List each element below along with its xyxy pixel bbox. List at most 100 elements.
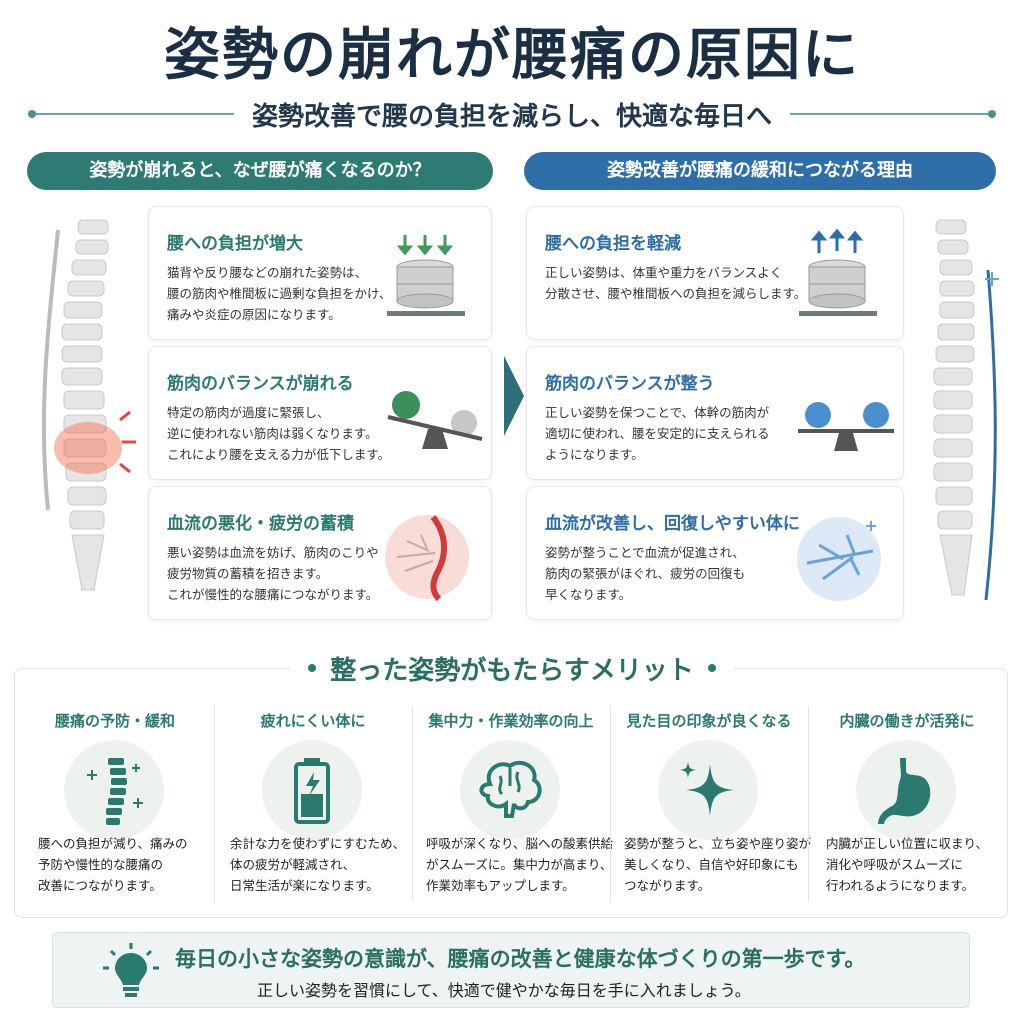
merit-text-line: 姿勢が整うと、立ち姿や座り姿が [624,836,812,851]
card-text: 正しい姿勢を保つことで、体幹の筋肉が 適切に使われ、腰を安定的に支えられる よう… [545,402,770,465]
merit-better-appearance: 見た目の印象が良くなる 姿勢が整うと、立ち姿や座り姿が 美しくなり、自信や好印象… [610,700,811,910]
merit-text: 呼吸が深くなり、脳への酸素供給 がスムーズに。集中力が高まり、 作業効率もアップ… [426,833,613,896]
card-text-line: 特定の筋肉が過度に緊張し、 [167,405,330,420]
good-circulation-icon [797,517,881,601]
merit-heading: 集中力・作業効率の向上 [428,712,594,730]
merit-separator [610,706,611,902]
card-text-line: 分散させ、腰や椎間板への負担を減らします。 [545,286,807,301]
card-text-line: 正しい姿勢は、体重や重力をバランスよく [545,265,783,280]
card-heading: 筋肉のバランスが崩れる [167,374,354,394]
merit-text-line: 体の疲労が軽減され、 [230,857,356,872]
merit-heading: 疲れにくい体に [260,712,366,730]
card-text-line: 筋肉の緊張がほぐれ、疲労の回復も [545,566,746,581]
merit-less-fatigue: 疲れにくい体に 余計な力を使わずにすむため、 体の疲労が軽減され、 日常生活が楽… [214,700,412,910]
card-muscle-balance: 筋肉のバランスが整う 正しい姿勢を保つことで、体幹の筋肉が 適切に使われ、腰を安… [526,346,904,480]
transition-arrow-icon [504,356,524,436]
card-improved-circulation: 血流が改善し、回復しやすい体に 姿勢が整うことで血流が促進され、 筋肉の緊張がほ… [526,486,904,620]
card-text-line: 痛みや炎症の原因になります。 [167,307,341,322]
merit-text-line: 消化や呼吸がスムーズに [826,857,963,872]
merit-text: 余計な力を使わずにすむため、 体の疲労が軽減され、 日常生活が楽になります。 [230,833,405,896]
brain-icon [479,760,542,818]
merit-icon-circle [64,740,164,840]
merit-focus-efficiency: 集中力・作業効率の向上 呼吸が深くなり、脳への酸素供給 がスムーズに。集中力が高… [412,700,613,910]
card-text-line: 早くなります。 [545,587,632,602]
lightbulb-icon [103,943,159,997]
card-text-line: 逆に使われない筋肉は弱くなります。 [167,426,378,441]
card-text-line: これにより腰を支える力が低下します。 [167,447,391,462]
divider-right [790,110,997,118]
merit-text-line: 余計な力を使わずにすむため、 [230,836,406,851]
unbalanced-scale-icon [387,391,483,449]
card-heading: 血流の悪化・疲労の蓄積 [167,514,354,534]
merit-text: 姿勢が整うと、立ち姿や座り姿が 美しくなり、自信や好印象にも つながります。 [624,833,811,896]
merit-internal-organs: 内臓の働きが活発に 内臓が正しい位置に収まり、 消化や呼吸がスムーズに 行われる… [808,700,1006,910]
merit-text-line: 内臓が正しい位置に収まり、 [826,836,989,851]
stomach-icon [878,758,931,824]
card-text-line: 猫背や反り腰などの崩れた姿勢は、 [167,265,368,280]
bad-posture-spine-illustration [41,219,136,591]
card-text-line: 疲労物質の蓄積を招きます。 [167,566,329,581]
compressed-disc-icon [387,235,465,316]
good-posture-spine-illustration [933,219,999,601]
merits-title: 整った姿勢がもたらすメリット [330,655,694,686]
sparkle-icon [680,762,734,816]
card-text: 特定の筋肉が過度に緊張し、 逆に使われない筋肉は弱くなります。 これにより腰を支… [167,402,390,465]
card-load-reduction: 腰への負担を軽減 正しい姿勢は、体重や重力をバランスよく 分散させ、腰や椎間板へ… [526,206,904,340]
footer-banner: 毎日の小さな姿勢の意識が、腰痛の改善と健康な体づくりの第一歩です。 正しい姿勢を… [52,932,970,1008]
footer-main-text: 毎日の小さな姿勢の意識が、腰痛の改善と健康な体づくりの第一歩です。 [175,947,866,971]
merit-text-line: 美しくなり、自信や好印象にも [624,857,799,872]
card-text: 悪い姿勢は血流を妨げ、筋肉のこりや 疲労物質の蓄積を招きます。 これが慢性的な腰… [167,542,379,605]
card-text-line: 悪い姿勢は血流を妨げ、筋肉のこりや [167,545,379,560]
card-load-increase: 腰への負担が増大 猫背や反り腰などの崩れた姿勢は、 腰の筋肉や椎間板に過剰な負担… [148,206,492,340]
merit-text-line: 呼吸が深くなり、脳への酸素供給 [426,836,614,851]
card-text-line: ようになります。 [545,447,644,462]
merit-icon-circle [262,740,362,840]
merit-heading: 腰痛の予防・緩和 [54,712,175,730]
page-subtitle: 姿勢改善で腰の負担を減らし、快適な毎日へ [252,101,773,132]
card-text: 正しい姿勢は、体重や重力をバランスよく 分散させ、腰や椎間板への負担を減らします… [545,262,806,304]
merit-text-line: 行われるようになります。 [826,878,975,893]
merit-text-line: 作業効率もアップします。 [426,878,575,893]
left-column-header: 姿勢が崩れると、なぜ腰が痛くなるのか？ [27,152,493,190]
merit-text-line: 改善につながります。 [38,878,162,893]
footer-sub-text: 正しい姿勢を習慣にして、快適で健やかな毎日を手に入れましょう。 [257,981,751,1000]
merit-text: 腰への負担が減り、痛みの 予防や慢性的な腰痛の 改善につながります。 [38,833,188,896]
card-text-line: 適切に使われ、腰を安定的に支えられる [545,426,770,441]
divider-left [28,110,234,118]
battery-icon [294,758,330,824]
merit-text-line: 予防や慢性的な腰痛の [38,857,164,872]
merit-text: 内臓が正しい位置に収まり、 消化や呼吸がスムーズに 行われるようになります。 [826,833,988,896]
card-heading: 腰への負担が増大 [167,234,303,254]
merit-heading: 内臓の働きが活発に [839,712,975,730]
spine-sparkle-icon [87,758,143,825]
card-heading: 筋肉のバランスが整う [545,374,715,394]
merit-separator [808,706,809,902]
merit-separator [412,706,413,902]
merit-separator [214,706,215,902]
merit-heading: 見た目の印象が良くなる [626,712,792,730]
merit-back-pain-prevention: 腰痛の予防・緩和 腰への負担が減り、痛みの 予防や慢性的な腰痛の 改善につながり… [16,700,214,910]
merit-text-line: 腰への負担が減り、痛みの [38,836,188,851]
merits-title-row: 整った姿勢がもたらすメリット [290,648,734,688]
merit-text-line: 日常生活が楽になります。 [230,878,379,893]
card-heading: 血流が改善し、回復しやすい体に [545,514,800,534]
card-heading: 腰への負担を軽減 [545,234,681,254]
page-title: 姿勢の崩れが腰痛の原因に [164,22,860,88]
balanced-scale-icon [798,402,894,451]
subtitle-row: 姿勢改善で腰の負担を減らし、快適な毎日へ [28,94,997,134]
merit-icon-circle [856,740,956,840]
merit-text-line: つながります。 [624,878,711,893]
title-dot [308,664,317,672]
merit-text-line: がスムーズに。集中力が高まり、 [426,857,613,872]
right-column-header: 姿勢改善が腰痛の緩和につながる理由 [524,152,996,190]
card-text-line: 姿勢が整うことで血流が促進され、 [545,545,745,560]
relieved-disc-icon [799,228,877,316]
card-text-line: 正しい姿勢を保つことで、体幹の筋肉が [545,405,770,420]
poor-circulation-icon [385,515,469,602]
card-poor-circulation: 血流の悪化・疲労の蓄積 悪い姿勢は血流を妨げ、筋肉のこりや 疲労物質の蓄積を招き… [148,486,492,620]
merit-icon-circle [658,740,758,840]
card-muscle-imbalance: 筋肉のバランスが崩れる 特定の筋肉が過度に緊張し、 逆に使われない筋肉は弱くなり… [148,346,492,480]
card-text-line: 腰の筋肉や椎間板に過剰な負担をかけ、 [167,286,392,301]
card-text: 姿勢が整うことで血流が促進され、 筋肉の緊張がほぐれ、疲労の回復も 早くなります… [545,542,745,605]
merit-icon-circle [460,740,560,840]
